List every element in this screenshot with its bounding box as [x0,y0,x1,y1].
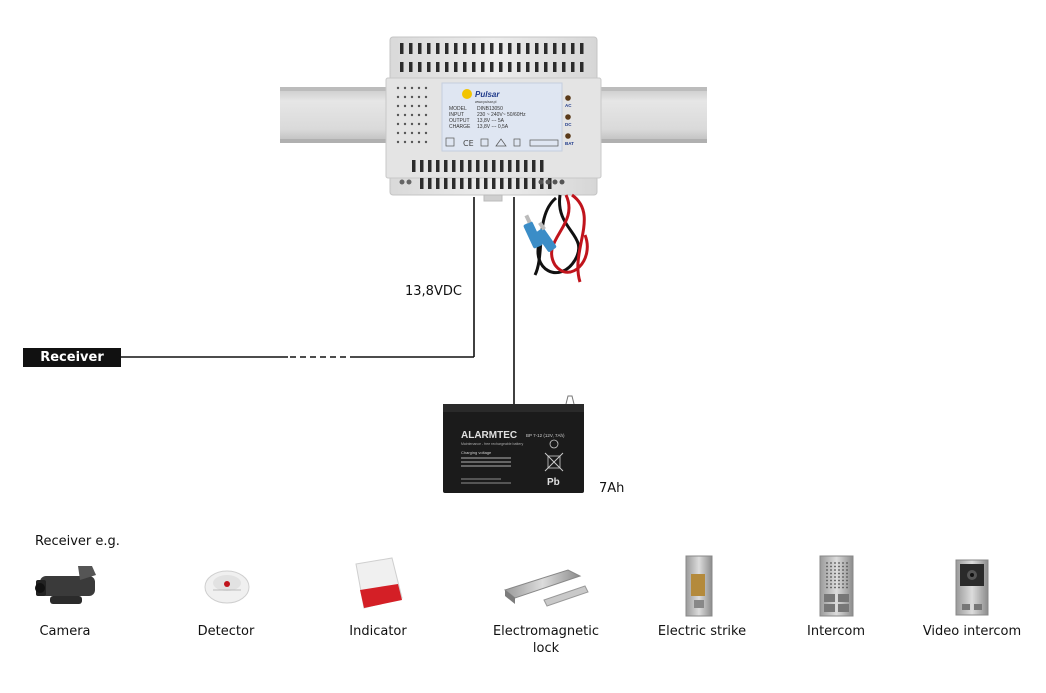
svg-text:CE: CE [463,139,474,148]
psu-spec-key: INPUT [449,112,464,118]
psu-spec-value: 13,8V --- 0,5A [477,124,509,130]
battery-charging-title: Charging voltage [461,450,492,455]
terminal-screws [399,179,565,185]
battery-capacity-label: 7Ah [599,481,625,496]
led-label: BAT [565,141,574,146]
bottom-vents [412,160,552,189]
device-label-video-intercom: Video intercom [922,624,1022,639]
ventilation-holes [396,86,428,144]
voltage-label: 13,8VDC [405,284,462,299]
device-label-camera: Camera [39,624,91,639]
top-vents [400,43,584,72]
battery-cable-bundle [523,193,589,283]
led-label: AC [565,103,572,108]
led-indicators: AC DC BAT [565,95,574,146]
speaker-grille [826,562,848,589]
psu-spec-value: DINB13050 [477,106,503,112]
battery-subtitle: Maintenance - free rechargeable battery [461,442,524,446]
spade-connector-icon [523,214,557,252]
psu-brand: Pulsar [475,90,500,99]
pulsar-logo-icon [462,89,472,99]
intercom-icon [819,555,854,617]
indicator-icon [355,557,403,609]
wiring [121,197,515,405]
psu-spec-key: CHARGE [449,124,471,130]
psu-spec-value: 230 ~ 240V~ 50/60Hz [477,112,526,118]
led-label: DC [565,122,572,127]
led-dot [565,133,571,139]
lead-mark: Pb [547,477,560,488]
device-label-intercom: Intercom [807,624,865,639]
device-label-detector: Detector [197,624,255,639]
video-intercom-icon [955,559,989,616]
psu-spec-value: 13,8V --- 5A [477,118,505,124]
electric-strike-icon [685,555,713,617]
battery: ALARMTEC BP 7-12 (12V, 7Ah) Maintenance … [443,395,584,493]
receiver-label: Receiver [23,348,121,367]
receiver-examples-heading: Receiver e.g. [35,534,120,549]
device-label-indicator: Indicator [349,624,407,639]
camera-icon [35,566,96,604]
detector-icon [204,570,250,604]
device-label-electromagnetic-lock: Electromagnetic lock [492,624,600,656]
psu-spec-key: OUTPUT [449,118,470,124]
electromagnetic-lock-icon [503,569,589,607]
psu-spec-key: MODEL [449,106,467,112]
power-supply-unit: Pulsar www.pulsar.pl MODEL DINB13050INPUT… [385,36,602,202]
battery-brand: ALARMTEC [461,430,517,441]
led-dot [565,95,571,101]
led-dot [565,114,571,120]
certification-icons: CE [445,137,559,148]
device-label-electric-strike: Electric strike [657,624,747,639]
psu-website: www.pulsar.pl [475,100,497,104]
recycle-bin-icon [544,439,564,472]
battery-model: BP 7-12 (12V, 7Ah) [526,433,565,438]
